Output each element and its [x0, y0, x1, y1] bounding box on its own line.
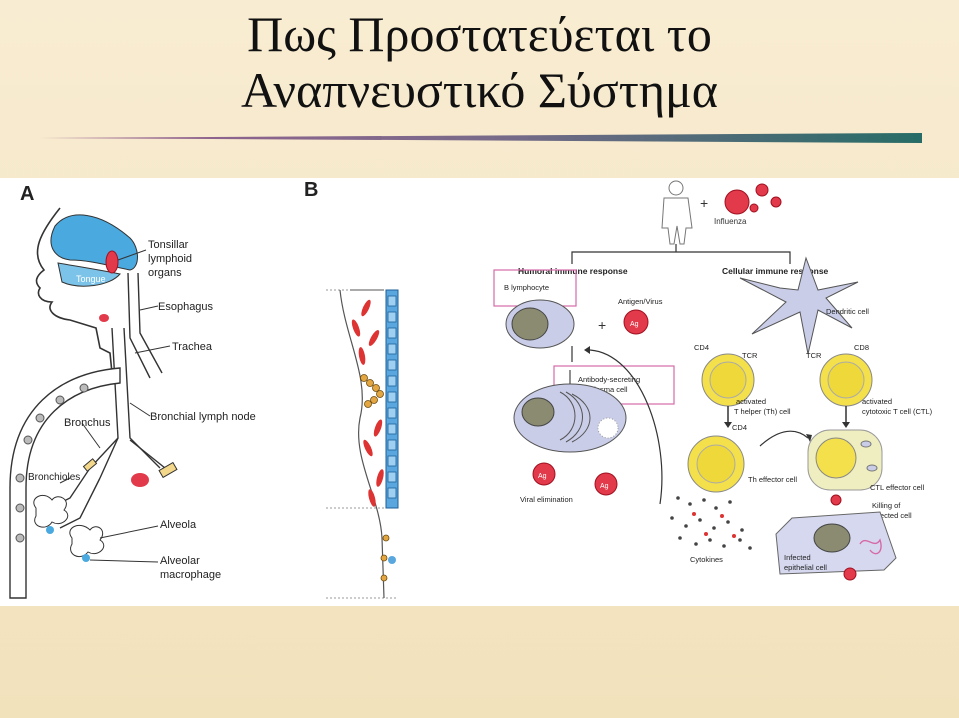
ag-label-2: Ag [538, 473, 547, 480]
th-cell-label-1: activated [736, 397, 766, 406]
infected-label-1: Infected [784, 553, 811, 562]
dendritic-cell [739, 256, 859, 355]
svg-text:+: + [598, 317, 606, 333]
cytokines-label: Cytokines [690, 555, 723, 564]
esophagus-label: Esophagus [158, 301, 214, 313]
lymph-node [131, 473, 149, 487]
cd4-2-label: CD4 [732, 423, 747, 432]
tonsil [105, 250, 119, 274]
infected-label-2: epithelial cell [784, 563, 827, 572]
tongue-label: Tongue [76, 274, 106, 284]
plasma-label-2: plasma cell [590, 385, 628, 394]
b-lymphocyte-label: B lymphocyte [504, 283, 549, 292]
panel-a-letter: A [20, 183, 34, 205]
ctl-effector-label: CTL effector cell [870, 483, 925, 492]
bronchioles-label: Bronchioles [28, 472, 80, 483]
nasal-cavity [50, 214, 138, 271]
alveoli-cluster-2 [69, 525, 105, 557]
face-outline [35, 207, 113, 374]
immune-figure: A Tongue [9, 179, 933, 599]
tonsillar-label-2: lymphoid [148, 253, 192, 265]
antigen-virus [623, 309, 649, 335]
killing-label-2: infected cell [872, 511, 912, 520]
ctl-cell-label-1: activated [862, 397, 892, 406]
trachea-right [123, 327, 161, 469]
bronchial-lymph-node-label: Bronchial lymph node [150, 411, 256, 423]
svg-text:+: + [700, 195, 708, 211]
oral-cavity [57, 262, 121, 287]
th-cell-label-2: T helper (Th) cell [734, 407, 791, 416]
cellular-label: Cellular immune response [722, 266, 829, 276]
lymphoid-chain [360, 374, 384, 408]
title-line-1: Πως Προστατεύεται το [247, 6, 712, 62]
ag-label-3: Ag [600, 483, 609, 490]
figure-panel: A Tongue [0, 178, 959, 606]
tcr-label: TCR [742, 351, 758, 360]
bronchus-right [129, 439, 166, 469]
alveolar-macrophage-label-2: macrophage [160, 569, 221, 581]
lamina-outline [339, 289, 385, 599]
alveoli-cluster-1 [33, 495, 69, 528]
title-line-2: Αναπνευστικό Σύστημα [241, 62, 718, 118]
th-effector-label: Th effector cell [748, 475, 797, 484]
slide-title: Πως Προστατεύεται το Αναπνευστικό Σύστημ… [0, 6, 959, 118]
esophagus-tube-a [127, 272, 151, 379]
trachea-left [99, 327, 119, 479]
panel-b-letter: B [304, 179, 318, 201]
tcr2-label: TCR [806, 351, 822, 360]
cd8-label: CD8 [854, 343, 869, 352]
cd4-label: CD4 [694, 343, 709, 352]
bronchus-label: Bronchus [64, 417, 111, 429]
ag-label-1: Ag [630, 321, 639, 328]
killing-label-1: Killing of [872, 501, 901, 510]
viral-elimination-label: Viral elimination [520, 495, 573, 504]
trachea-label: Trachea [172, 341, 213, 353]
tonsil-lower [99, 314, 109, 322]
plasma-label-1: Antibody-secreting [578, 375, 640, 384]
ribcage [9, 367, 121, 599]
virus-icons [724, 183, 782, 215]
tonsillar-label-3: organs [148, 267, 182, 279]
ctl-cell-label-2: cytotoxic T cell (CTL) [862, 407, 933, 416]
person-icon [661, 180, 693, 245]
alveolar-macrophage-label-1: Alveolar [160, 555, 200, 567]
influenza-label: Influenza [714, 217, 747, 226]
humoral-label: Humoral immune response [518, 266, 628, 276]
panel-b: B [304, 179, 399, 599]
alveola-label: Alveola [160, 519, 197, 531]
tonsillar-label-1: Tonsillar [148, 239, 189, 251]
antigen-virus-label: Antigen/Virus [618, 297, 663, 306]
panel-a: A Tongue [9, 183, 256, 599]
immune-cells [351, 299, 384, 507]
dendritic-label: Dendritic cell [826, 307, 869, 316]
esophagus-tube-b [137, 272, 163, 374]
cytokines-dots [670, 496, 752, 550]
panel-c: + Influenza Humoral immune response Cell… [493, 180, 933, 581]
title-underline [40, 133, 922, 143]
